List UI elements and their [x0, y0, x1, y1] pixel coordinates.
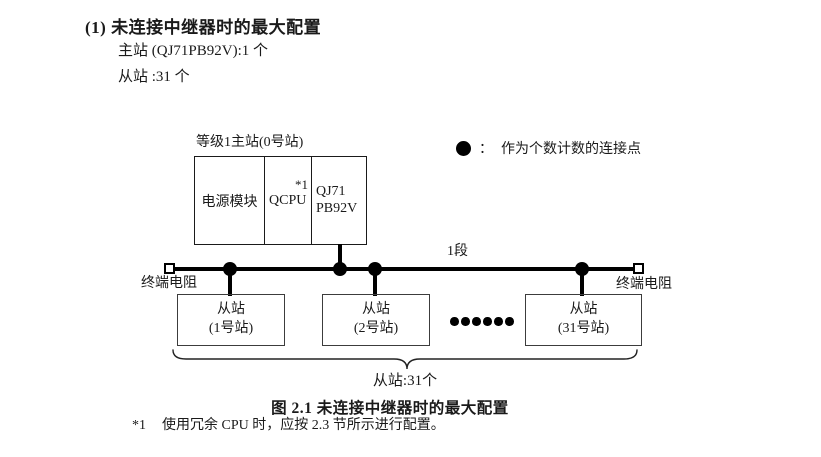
connection-dot-slave31 — [575, 262, 589, 276]
figure-caption: 图 2.1 未连接中继器时的最大配置 — [271, 400, 509, 417]
ellipsis-dots-icon — [450, 317, 514, 326]
connection-dot-master — [333, 262, 347, 276]
cpu-label: QCPU — [269, 193, 307, 208]
pb92v-cell: QJ71 PB92V — [312, 157, 364, 244]
slave2-label-line1: 从站 — [362, 302, 390, 318]
segment-label: 1段 — [447, 244, 468, 259]
master-station-box: 电源模块 *1 QCPU QJ71 PB92V — [194, 156, 367, 245]
terminator-square-right — [633, 263, 644, 274]
footnote-marker: *1 — [132, 418, 146, 433]
slave2-drop-line — [373, 269, 377, 296]
slave-box-2: 从站 (2号站) — [322, 294, 430, 346]
connection-point-dot-icon — [456, 140, 471, 156]
spec-slave-count: 从站 :31 个 — [118, 69, 190, 85]
power-module-label: 电源模块 — [201, 194, 258, 210]
spec-master-count: 主站 (QJ71PB92V):1 个 — [118, 43, 269, 59]
terminator-square-left — [164, 263, 175, 274]
slave1-label-line1: 从站 — [217, 302, 245, 318]
brace-shape — [172, 349, 638, 370]
slave1-label-line2: (1号站) — [208, 321, 254, 336]
power-module-cell: 电源模块 — [195, 157, 265, 244]
pb92v-label-line1: QJ71 — [316, 183, 346, 199]
legend: ： 作为个数计数的连接点 — [456, 138, 641, 158]
slave1-drop-line — [228, 269, 232, 296]
cpu-cell: *1 QCPU — [265, 157, 312, 244]
slave-box-31: 从站 (31号站) — [525, 294, 642, 346]
section-heading: (1) 未连接中继器时的最大配置 — [85, 18, 322, 37]
legend-label: 作为个数计数的连接点 — [501, 142, 641, 157]
slave31-label-line1: 从站 — [569, 302, 598, 318]
slave-box-1: 从站 (1号站) — [177, 294, 285, 346]
bus-line — [169, 267, 639, 271]
connection-dot-slave1 — [223, 262, 237, 276]
brace-label: 从站:31个 — [372, 373, 438, 389]
terminator-label-left: 终端电阻 — [141, 276, 197, 291]
cpu-footnote-marker: *1 — [295, 177, 308, 192]
slave2-label-line2: (2号站) — [353, 321, 399, 336]
terminator-label-right: 终端电阻 — [616, 277, 672, 292]
master-drop-line — [338, 244, 342, 269]
pb92v-label-line2: PB92V — [316, 200, 358, 216]
slave31-drop-line — [580, 269, 584, 296]
legend-separator: ： — [479, 142, 493, 157]
slave31-label-line2: (31号站) — [557, 321, 610, 336]
connection-dot-slave2 — [368, 262, 382, 276]
master-station-label: 等级1主站(0号站) — [196, 135, 304, 150]
footnote-text: 使用冗余 CPU 时，应按 2.3 节所示进行配置。 — [162, 418, 445, 433]
